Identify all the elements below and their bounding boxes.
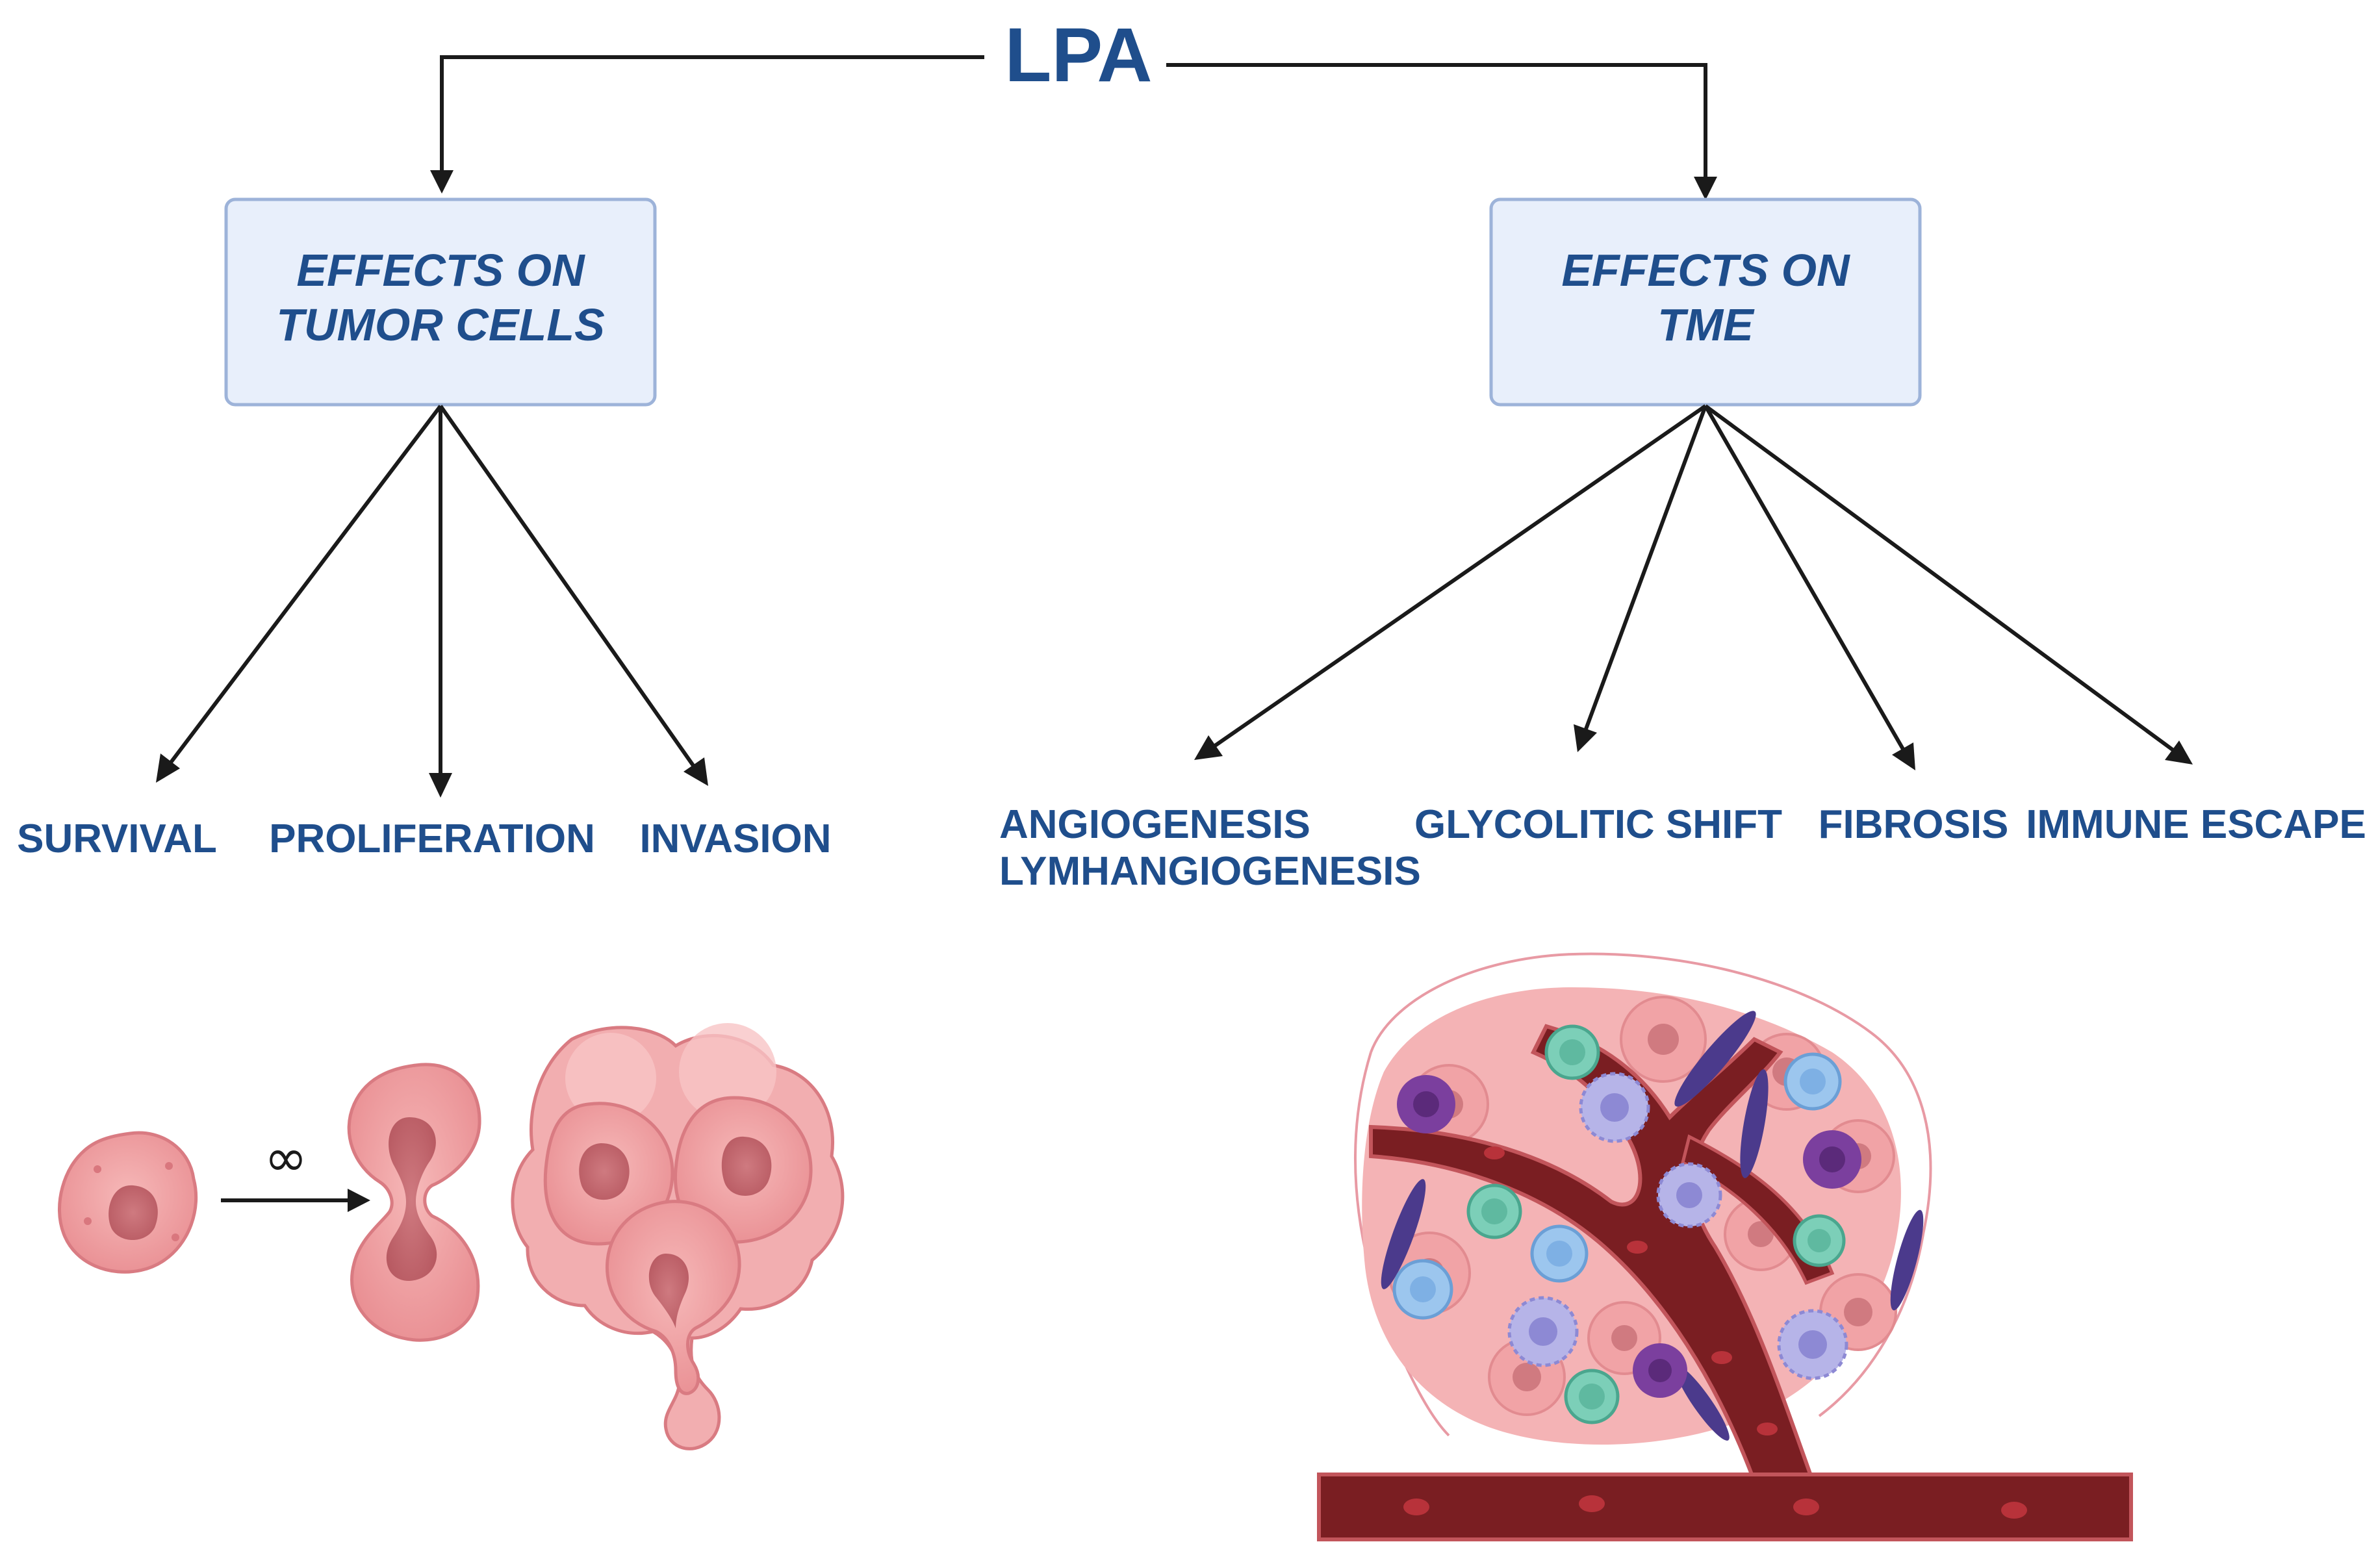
arrow-to-proliferation [429,406,452,798]
outcome-invasion: INVASION [639,816,831,861]
outcome-fibrosis: FIBROSIS [1819,802,2009,847]
branch-box-tme: EFFECTS ON TME [1489,197,1922,407]
outcome-lymphangiogenesis: LYMHANGIOGENESIS [999,849,1421,894]
arrow-to-survival [156,405,442,783]
branch-title-line: TME [1657,299,1755,350]
arrow-to-angiogenesis [1194,404,1707,760]
root-connector-left [430,55,984,194]
outcome-immune-escape: IMMUNE ESCAPE [2026,802,2366,847]
root-connector-right [1166,63,1717,200]
branch-title-line: EFFECTS ON [296,245,585,296]
outcome-proliferation: PROLIFERATION [269,816,595,861]
branch-box-tumor-cells: EFFECTS ON TUMOR CELLS [224,197,657,407]
division-symbol: ∞ [264,1128,308,1188]
single-tumor-cell-illustration [58,1131,198,1274]
arrow-to-fibrosis [1704,405,1915,770]
arrow-to-immune-escape [1704,404,2193,765]
branch-title-line: EFFECTS ON [1561,245,1850,296]
outcome-survival: SURVIVAL [17,816,217,861]
root-title: LPA [1004,12,1152,98]
dividing-cell-illustration [347,1063,481,1342]
arrow-to-invasion [439,405,708,786]
outcome-angiogenesis: ANGIOGENESIS [999,802,1310,847]
branch-title-line: TUMOR CELLS [276,299,605,350]
division-arrow [221,1189,370,1212]
arrow-to-glycolitic-shift [1574,405,1707,752]
tumor-microenvironment-illustration [1317,952,2133,1541]
invading-tumor-cluster-illustration [511,1023,845,1450]
outcome-glycolitic-shift: GLYCOLITIC SHIFT [1414,802,1782,847]
